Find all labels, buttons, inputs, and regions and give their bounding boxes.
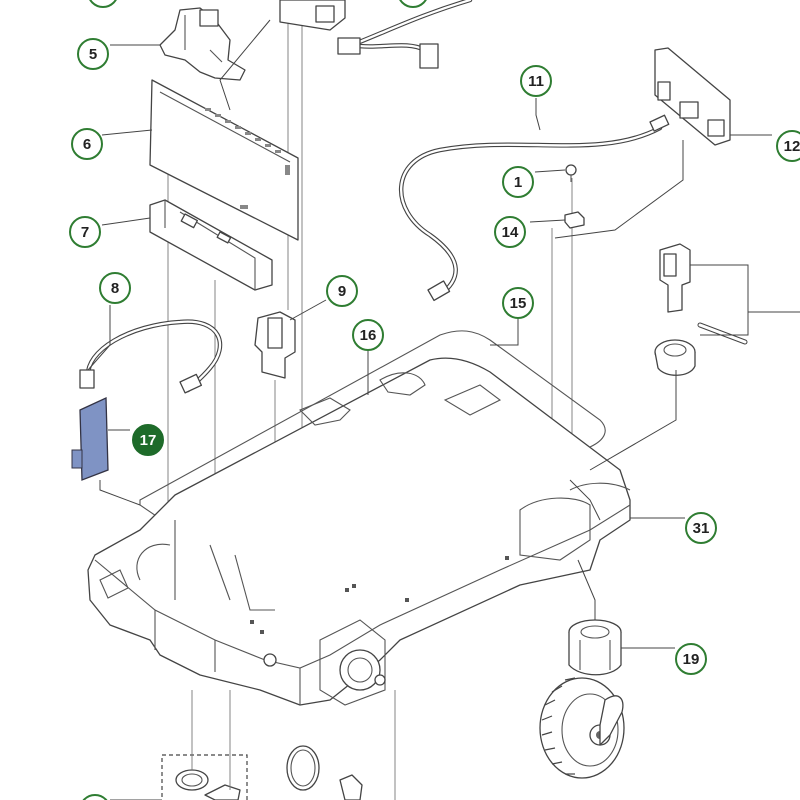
callout-number: 15 bbox=[510, 295, 527, 312]
part-chassis bbox=[87, 357, 631, 706]
callout-ring bbox=[69, 216, 101, 248]
part-9-clip bbox=[254, 311, 296, 379]
part-19-wheel-hub bbox=[568, 619, 622, 676]
callout-7: 7 bbox=[69, 216, 101, 248]
part-bottom-dashed-group bbox=[161, 754, 248, 800]
callout-ring bbox=[352, 319, 384, 351]
callout-number: 17 bbox=[140, 432, 157, 449]
callout-1: 1 bbox=[502, 166, 534, 198]
part-bottom-gasket-ring bbox=[286, 745, 320, 791]
part-5-bracket bbox=[159, 7, 246, 81]
callout-ring bbox=[326, 275, 358, 307]
callout-19: 19 bbox=[675, 643, 707, 675]
part-top-wire-harness bbox=[337, 0, 473, 69]
callout-number: 11 bbox=[528, 73, 544, 90]
callout-14: 14 bbox=[494, 216, 526, 248]
callout-ring bbox=[71, 128, 103, 160]
callout-9: 9 bbox=[326, 275, 358, 307]
callout-11: 11 bbox=[520, 65, 552, 97]
callout-number: 31 bbox=[693, 520, 710, 537]
callout-ring bbox=[776, 130, 800, 162]
part-8-cable bbox=[79, 319, 223, 394]
callout-16: 16 bbox=[352, 319, 384, 351]
callout-ring bbox=[77, 38, 109, 70]
part-14-small-clip bbox=[564, 211, 585, 229]
part-1-screw bbox=[565, 164, 577, 182]
part-right-nut bbox=[654, 339, 696, 376]
callout-31: 31 bbox=[685, 512, 717, 544]
leader-lines bbox=[87, 19, 772, 649]
part-6-circuit-board bbox=[149, 79, 299, 241]
callout-number: 19 bbox=[683, 651, 700, 668]
callout-ring bbox=[685, 512, 717, 544]
part-right-connector bbox=[659, 243, 691, 313]
part-7-housing bbox=[149, 199, 273, 291]
callout-8: 8 bbox=[99, 272, 131, 304]
callout-number: 9 bbox=[338, 283, 346, 300]
callout-number: 6 bbox=[83, 136, 91, 153]
callout-ring bbox=[675, 643, 707, 675]
callout-6: 6 bbox=[71, 128, 103, 160]
callout-ring bbox=[502, 287, 534, 319]
part-top-connector-box bbox=[279, 0, 346, 31]
callout-ring bbox=[132, 424, 164, 456]
callout-number: 8 bbox=[111, 280, 119, 297]
callout-5: 5 bbox=[77, 38, 109, 70]
callout-number: 12 bbox=[784, 138, 800, 155]
part-right-pin bbox=[697, 322, 748, 345]
callout-number: 1 bbox=[514, 174, 522, 191]
part-12-board bbox=[654, 47, 731, 146]
callout-ring bbox=[502, 166, 534, 198]
callout-number: 16 bbox=[360, 327, 377, 344]
callout-17: 17 bbox=[132, 424, 164, 456]
callout-ring bbox=[520, 65, 552, 97]
callout-number: 14 bbox=[502, 224, 519, 241]
part-bottom-connector bbox=[339, 774, 363, 800]
callout-12: 12 bbox=[776, 130, 800, 162]
callout-labels: 5 6 7 8 9 11 12 1 14 15 16 17 31 19 bbox=[69, 38, 800, 675]
callout-ring bbox=[494, 216, 526, 248]
bracket-line-right bbox=[690, 264, 800, 336]
part-11-cable bbox=[398, 114, 670, 302]
part-wheel bbox=[539, 677, 625, 779]
callout-15: 15 bbox=[502, 287, 534, 319]
callout-number: 7 bbox=[81, 224, 89, 241]
callout-ring bbox=[99, 272, 131, 304]
callout-number: 5 bbox=[89, 46, 97, 63]
edge-callouts bbox=[82, 0, 427, 800]
bottom-lines bbox=[191, 690, 396, 800]
part-17-highlighted-module bbox=[71, 396, 109, 481]
